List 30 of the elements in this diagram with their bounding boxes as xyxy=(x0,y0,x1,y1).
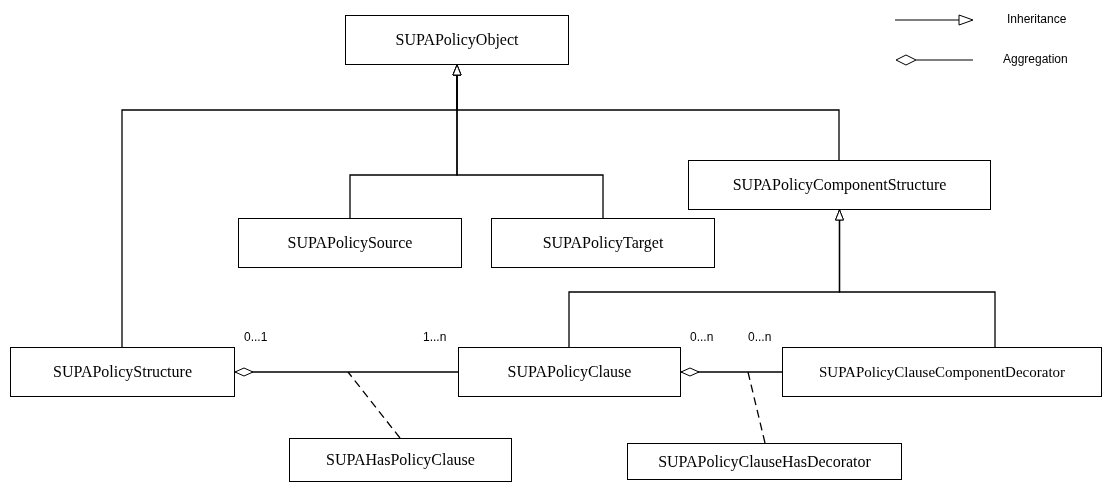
dashed-line xyxy=(347,371,401,439)
class-box xyxy=(345,15,569,65)
class-box xyxy=(688,160,991,210)
inheritance-arrow xyxy=(452,64,840,161)
class-name: SUPAHasPolicyClause xyxy=(326,451,475,469)
multiplicity-label: 0...n xyxy=(748,330,772,344)
multiplicity-label: 0...1 xyxy=(244,330,268,344)
dashed-line xyxy=(747,371,766,444)
class-name: SUPAPolicyComponentStructure xyxy=(732,176,947,194)
class-box xyxy=(238,218,462,268)
class-name: SUPAPolicyClauseComponentDecorator xyxy=(818,363,1066,381)
inheritance-arrow xyxy=(835,209,996,348)
class-name: SUPAPolicyClauseHasDecorator xyxy=(658,452,871,471)
aggregation-line xyxy=(234,367,459,377)
class-box xyxy=(491,218,715,268)
multiplicity-label: 1...n xyxy=(423,330,447,344)
legend-text: Inheritance xyxy=(1007,12,1067,26)
class-box xyxy=(289,438,512,482)
aggregation-line xyxy=(680,367,783,377)
class-name: SUPAPolicyTarget xyxy=(542,234,664,252)
legend-text: Aggregation xyxy=(1003,52,1068,66)
class-box xyxy=(458,347,681,397)
class-box xyxy=(627,443,902,480)
multiplicity-label: 0...n xyxy=(690,330,714,344)
class-name: SUPAPolicyStructure xyxy=(53,363,192,381)
class-name: SUPAPolicyObject xyxy=(395,31,519,49)
class-name: SUPAPolicyClause xyxy=(507,363,632,381)
class-box xyxy=(10,347,235,397)
class-name: SUPAPolicySource xyxy=(287,234,413,252)
class-box xyxy=(782,347,1102,397)
